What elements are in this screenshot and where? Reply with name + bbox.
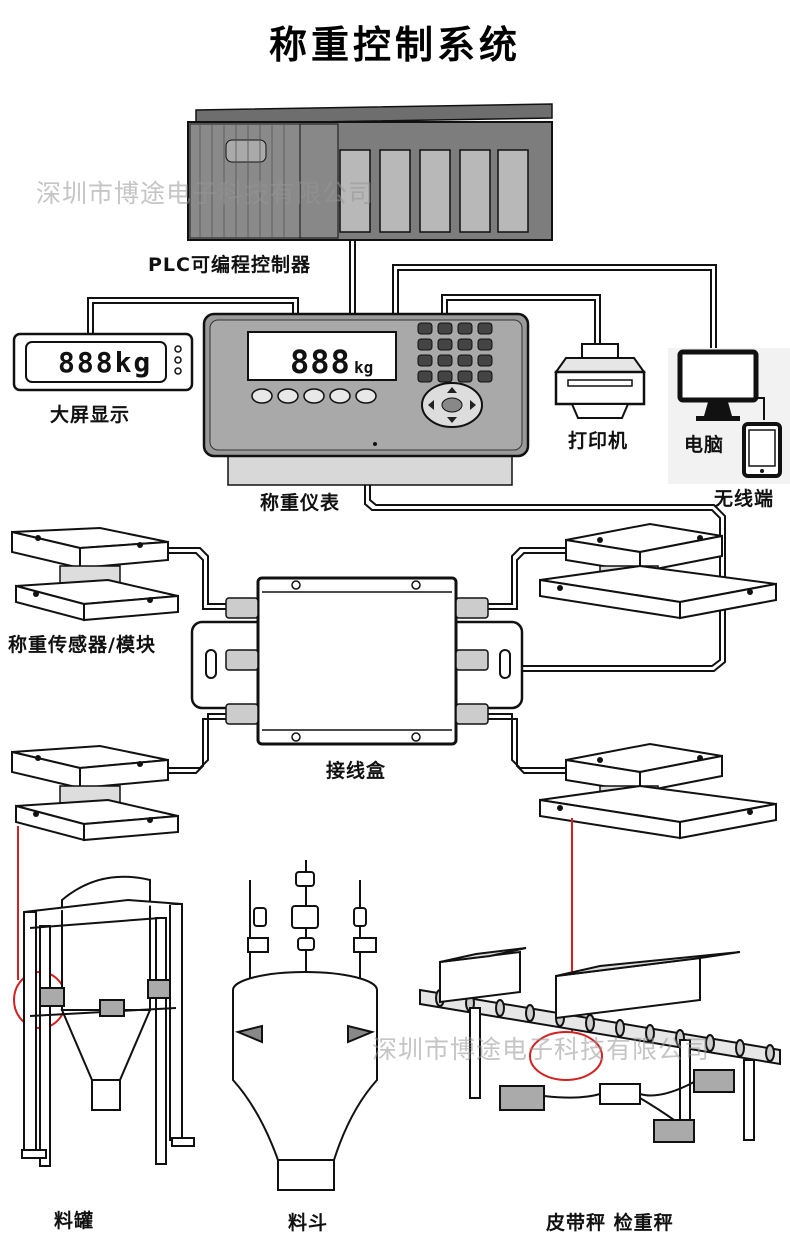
load-cell-module-bottom-left	[11, 744, 179, 842]
indicator-reading: 888	[290, 343, 351, 381]
weighing-indicator-image	[202, 312, 530, 486]
plc-label: PLC可编程控制器	[148, 254, 311, 276]
big-display-image	[12, 332, 194, 392]
junction-box-label: 接线盒	[326, 760, 387, 782]
tank-image	[21, 875, 195, 1167]
watermark-top: 深圳市博途电子科技有限公司	[36, 179, 375, 208]
cables	[87, 240, 726, 672]
tank-label: 料罐	[54, 1210, 95, 1232]
load-cell-module-top-right	[539, 522, 777, 620]
sensor-cables	[168, 547, 566, 774]
indicator-unit: kg	[354, 358, 373, 377]
big-display-label: 大屏显示	[50, 404, 131, 426]
belt-scale-label: 皮带秤 检重秤	[546, 1212, 674, 1234]
computer-label: 电脑	[684, 434, 725, 456]
load-cell-module-top-left	[11, 526, 179, 622]
big-display-reading: 888kg	[58, 346, 152, 379]
wireless-label: 无线端	[714, 488, 775, 510]
printer-image	[554, 343, 646, 419]
watermark-bottom: 深圳市博途电子科技有限公司	[372, 1035, 711, 1064]
junction-box-image	[190, 576, 524, 746]
load-cell-module-bottom-right	[539, 742, 777, 840]
wireless-tablet-image	[742, 422, 782, 478]
indicator-label: 称重仪表	[260, 492, 341, 514]
printer-label: 打印机	[568, 430, 629, 452]
belt-scale-image	[419, 947, 781, 1143]
hopper-image	[232, 860, 378, 1191]
plc-controller-image	[187, 103, 553, 241]
hopper-label: 料斗	[288, 1212, 329, 1234]
page-title: 称重控制系统	[268, 23, 521, 67]
sensor-module-label: 称重传感器/模块	[8, 634, 156, 656]
